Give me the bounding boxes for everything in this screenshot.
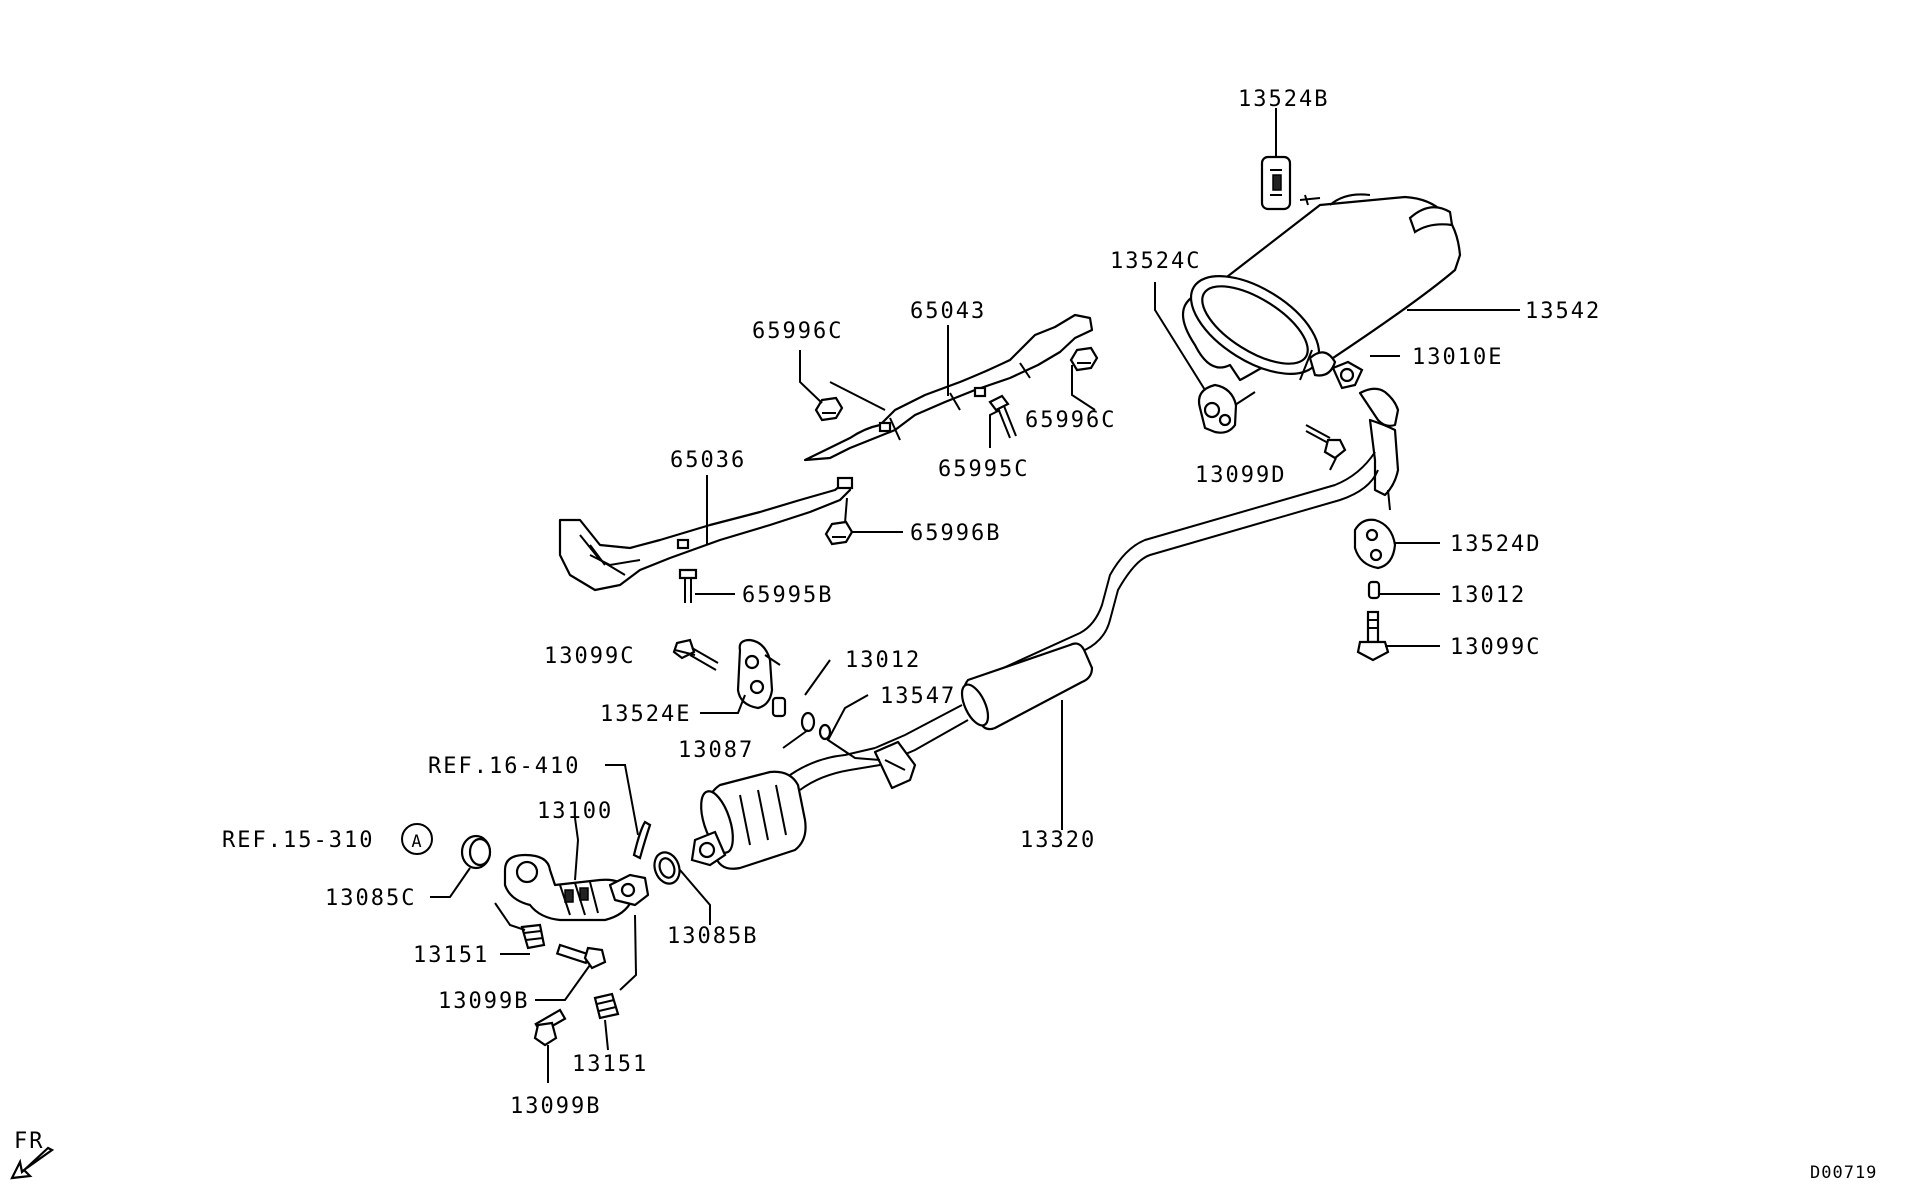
- diagram-code: D00719: [1810, 1163, 1877, 1183]
- gasket-13085C[interactable]: [460, 834, 492, 870]
- label-13012-right: 13012: [1450, 583, 1526, 608]
- reference-circle-a: A: [401, 823, 433, 855]
- label-65996C-top: 65996C: [752, 319, 843, 344]
- bolt-13099C-right[interactable]: [1356, 610, 1390, 662]
- label-65036: 65036: [670, 448, 746, 473]
- label-13099B-bottom: 13099B: [510, 1094, 601, 1119]
- leader-lines: [430, 108, 1520, 1083]
- center-pipe-13320[interactable]: [789, 451, 1379, 791]
- label-13099D: 13099D: [1195, 463, 1286, 488]
- bolt-13099B-bottom[interactable]: [533, 1008, 567, 1047]
- catalytic-converter: [690, 770, 807, 870]
- hanger-13524B[interactable]: [1260, 155, 1292, 211]
- exhaust-manifold-13100[interactable]: [503, 853, 650, 922]
- label-13100: 13100: [537, 799, 613, 824]
- bolt-13099D[interactable]: [1305, 424, 1347, 460]
- label-ref-16-410: REF.16-410: [428, 754, 580, 779]
- label-13085B: 13085B: [667, 924, 758, 949]
- bolt-13099C-left[interactable]: [672, 638, 719, 671]
- label-13151-bottom: 13151: [572, 1052, 648, 1077]
- label-13524D: 13524D: [1450, 532, 1541, 557]
- nut-65996C-top[interactable]: [814, 396, 844, 422]
- bushing-13547[interactable]: [818, 723, 832, 741]
- label-ref-15-310: REF.15-310: [222, 828, 374, 853]
- stud-13151-top[interactable]: [520, 923, 546, 950]
- label-13542: 13542: [1525, 299, 1601, 324]
- label-13151-top: 13151: [413, 943, 489, 968]
- heat-protector-65036[interactable]: [558, 476, 854, 592]
- circle-a-letter: A: [411, 832, 422, 852]
- label-65995B: 65995B: [742, 583, 833, 608]
- label-13524B: 13524B: [1238, 87, 1329, 112]
- gasket-13085B[interactable]: [650, 849, 683, 887]
- label-65996B: 65996B: [910, 521, 1001, 546]
- front-direction-arrow: FR: [10, 1129, 55, 1180]
- label-65996C-right: 65996C: [1025, 408, 1116, 433]
- muffler-13542[interactable]: [1175, 193, 1462, 393]
- spring-13087[interactable]: [800, 711, 816, 733]
- label-13524E: 13524E: [600, 702, 691, 727]
- label-13010E: 13010E: [1412, 345, 1503, 370]
- oxygen-sensor: [632, 820, 652, 860]
- pin-13012-left[interactable]: [771, 696, 787, 718]
- label-13085C: 13085C: [325, 886, 416, 911]
- label-65995C: 65995C: [938, 457, 1029, 482]
- bolt-65995B[interactable]: [678, 568, 698, 603]
- label-13320: 13320: [1020, 828, 1096, 853]
- label-13524C: 13524C: [1110, 249, 1201, 274]
- nut-65996C-right[interactable]: [1069, 346, 1099, 372]
- label-13012-left: 13012: [845, 648, 921, 673]
- hanger-13524C[interactable]: [1197, 383, 1256, 434]
- label-65043: 65043: [910, 299, 986, 324]
- direction-label: FR: [14, 1129, 45, 1154]
- hanger-13524D[interactable]: [1353, 518, 1397, 570]
- pin-13012-right[interactable]: [1367, 580, 1381, 600]
- label-13087: 13087: [678, 738, 754, 763]
- label-13099B-top: 13099B: [438, 989, 529, 1014]
- label-13099C-left: 13099C: [544, 644, 635, 669]
- bolt-13099B-top[interactable]: [555, 943, 607, 970]
- stud-13151-bottom[interactable]: [593, 992, 620, 1020]
- rear-pipe-flange: [1358, 387, 1400, 497]
- bolt-65995C[interactable]: [988, 394, 1017, 439]
- hanger-13524E[interactable]: [736, 638, 781, 710]
- label-13547: 13547: [880, 684, 956, 709]
- nut-65996B[interactable]: [824, 520, 854, 546]
- gasket-13010E[interactable]: [1331, 360, 1364, 390]
- pipe-hanger-bracket: [873, 740, 917, 790]
- label-13099C-right: 13099C: [1450, 635, 1541, 660]
